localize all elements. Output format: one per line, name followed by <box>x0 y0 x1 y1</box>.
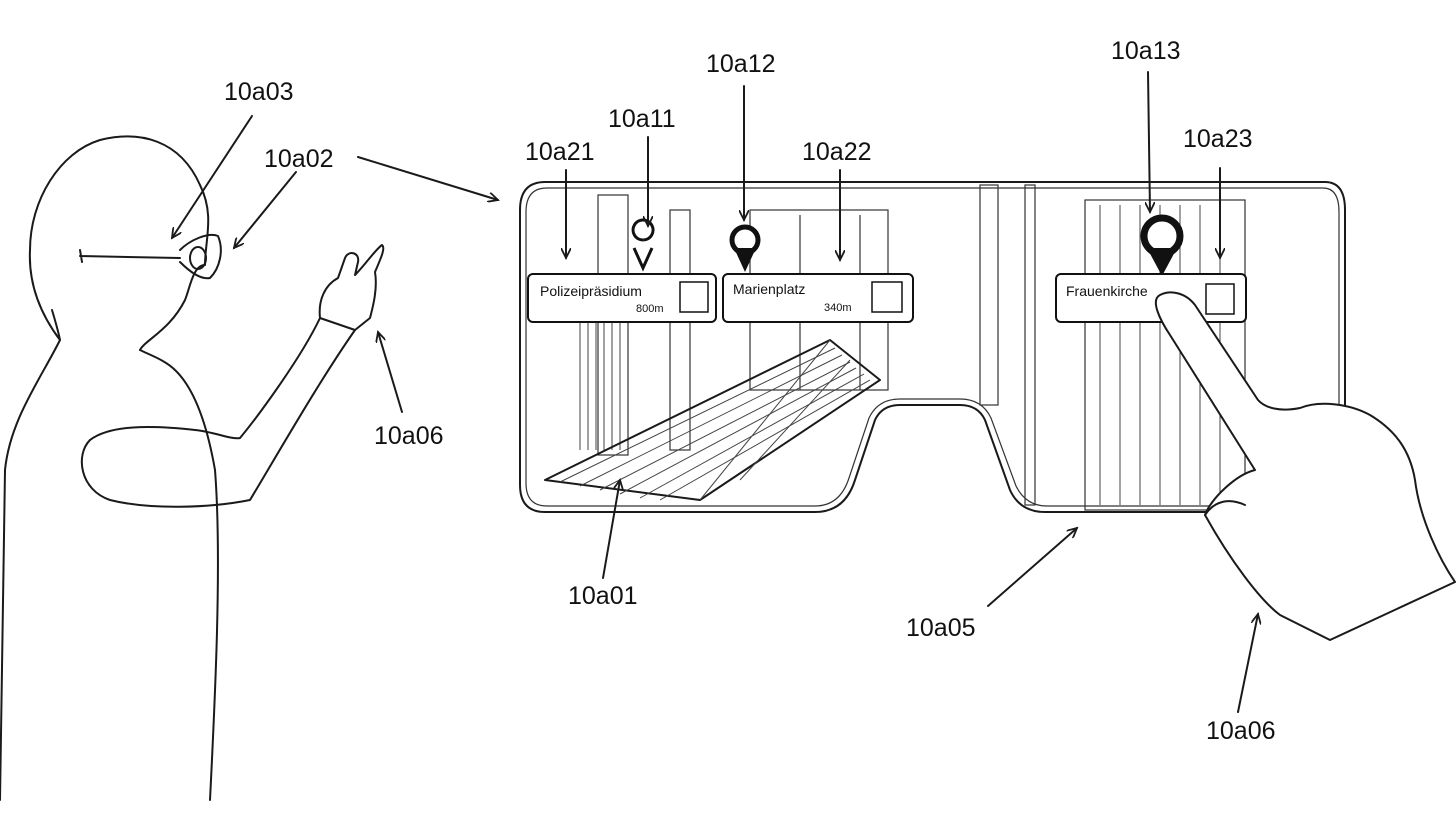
ref-label: 10a06 <box>1206 717 1276 745</box>
pointing-hand <box>1154 291 1456 641</box>
ref-label: 10a06 <box>374 422 444 450</box>
poi-distance: 340m <box>824 302 852 314</box>
leader-arrows <box>172 71 1258 713</box>
poi-card[interactable]: Marienplatz 340m <box>722 273 914 323</box>
poi-name: Frauenkirche <box>1066 283 1148 299</box>
ref-label: 10a21 <box>525 138 595 166</box>
user-figure <box>0 135 385 801</box>
reference-labels: 10a03 10a02 10a06 10a21 10a11 10a12 10a2… <box>224 37 1276 745</box>
poi-checkbox[interactable] <box>871 281 903 313</box>
poi-checkbox[interactable] <box>679 281 709 313</box>
ref-label: 10a22 <box>802 138 872 166</box>
ref-label: 10a12 <box>706 50 776 78</box>
ref-label: 10a05 <box>906 614 976 642</box>
ref-label: 10a03 <box>224 78 294 106</box>
poi-name: Marienplatz <box>733 281 805 297</box>
poi-name: Polizeipräsidium <box>540 283 642 299</box>
location-pin-icon[interactable] <box>729 224 761 272</box>
location-pin-icon[interactable] <box>631 218 655 272</box>
ref-label: 10a11 <box>608 105 676 133</box>
poi-card[interactable]: Polizeipräsidium 800m <box>527 273 717 323</box>
location-pin-icon[interactable] <box>1140 214 1184 276</box>
ref-label: 10a02 <box>264 145 334 173</box>
street-scene <box>544 184 1246 511</box>
ref-label: 10a01 <box>568 582 638 610</box>
poi-checkbox[interactable] <box>1205 283 1235 315</box>
ref-label: 10a23 <box>1183 125 1253 153</box>
poi-distance: 800m <box>636 303 664 315</box>
ref-label: 10a13 <box>1111 37 1181 65</box>
poi-card[interactable]: Frauenkirche <box>1055 273 1247 323</box>
